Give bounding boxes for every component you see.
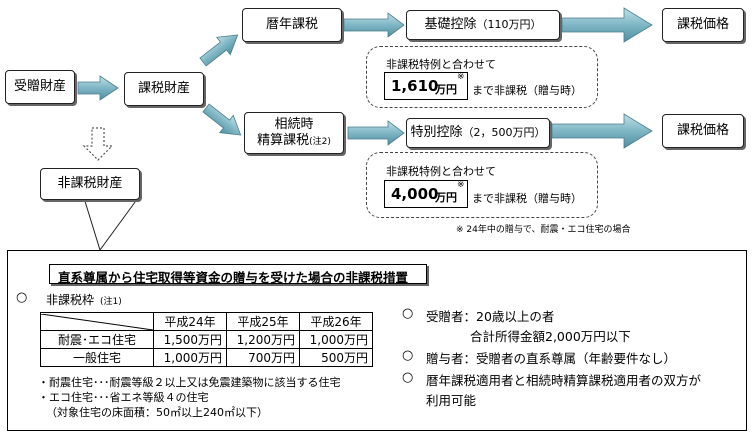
- special-deduction-amount: （2，500万円）: [462, 126, 546, 139]
- note-floor-area: （対象住宅の床面積：50㎡以上240㎡以下）: [46, 406, 268, 419]
- arrow-gift-to-taxable: [77, 75, 119, 101]
- arrow-to-nontaxable: [82, 127, 114, 161]
- bullet-circle: ○: [402, 348, 414, 363]
- applicability-line2: 利用可能: [426, 393, 477, 408]
- callout-annual-amount-box: 1,610 万円 ※: [384, 72, 468, 100]
- arrow-settlement-to-special: [347, 120, 405, 146]
- settlement-line2: 精算課税: [257, 132, 310, 148]
- arrow-to-annual: [199, 34, 239, 67]
- special-deduction-box: 特別控除（2，500万円）: [406, 118, 550, 148]
- table-header: 平成26年: [299, 312, 373, 331]
- taxable-value-label-2: 課税価格: [676, 123, 729, 138]
- taxable-property-label: 課税財産: [137, 81, 190, 96]
- limit-note: (注1): [100, 297, 122, 307]
- basic-deduction-box: 基礎控除（110万円）: [406, 10, 560, 40]
- table-cell: 500万円: [299, 348, 373, 367]
- pointer-line: [83, 197, 139, 252]
- callout-annual-suffix: まで非課税（贈与時）: [472, 84, 582, 97]
- nontaxable-property-box: 非課税財産: [40, 168, 140, 200]
- arrow-special-to-value2: [551, 113, 653, 149]
- settlement-taxation-box: 相続時 精算課税(注2): [244, 112, 344, 154]
- gift-property-box: 受贈財産: [5, 70, 75, 104]
- note-eco: ・エコ住宅･･･省エネ等級４の住宅: [38, 391, 209, 404]
- table-header: 平成25年: [226, 312, 300, 331]
- table-corner-cell: [40, 312, 154, 331]
- bullet-circle: ○: [402, 306, 414, 321]
- table-cell: 1,500万円: [153, 330, 227, 349]
- taxable-value-box-1: 課税価格: [662, 8, 744, 42]
- limit-label: 非課税枠: [46, 293, 95, 307]
- panel-title-box: 直系尊属から住宅取得等資金の贈与を受けた場合の非課税措置: [49, 264, 427, 285]
- table-cell: 1,000万円: [153, 348, 227, 367]
- arrow-to-settlement: [202, 103, 242, 136]
- basic-deduction-amount: （110万円）: [476, 18, 542, 31]
- bullet-circle: ○: [16, 290, 28, 305]
- callout-settlement-unit: 万円: [435, 191, 457, 204]
- table-row-label: 一般住宅: [40, 348, 154, 367]
- callout-settlement-amount-box: 4,000 万円 ※: [384, 180, 468, 208]
- table-cell: 1,000万円: [299, 330, 373, 349]
- table-header-row: 平成24年 平成25年 平成26年: [40, 312, 373, 331]
- diagonal-line: [41, 313, 153, 330]
- arrow-basic-to-value1: [561, 7, 653, 43]
- note-seismic: ・耐震住宅･･･耐震等級２以上又は免震建築物に該当する住宅: [38, 376, 341, 389]
- taxable-value-label-1: 課税価格: [676, 17, 729, 32]
- taxable-value-box-2: 課税価格: [662, 114, 744, 148]
- callout-settlement-mark: ※: [457, 180, 465, 190]
- callout-settlement-value: 4,000: [391, 185, 439, 203]
- recipient-condition: 受贈者：20歳以上の者: [426, 309, 555, 324]
- callout-settlement-title: 非課税特例と合わせて: [386, 165, 496, 178]
- annual-taxation-box: 暦年課税: [242, 8, 342, 42]
- bullet-circle: ○: [402, 370, 414, 385]
- callout-annual-value: 1,610: [391, 77, 439, 95]
- arrow-annual-to-basic: [343, 12, 405, 38]
- table-cell: 1,200万円: [226, 330, 300, 349]
- applicability-line1: 暦年課税適用者と相続時精算課税適用者の双方が: [426, 373, 702, 388]
- settlement-note: (注2): [309, 136, 331, 147]
- taxable-property-box: 課税財産: [124, 72, 204, 106]
- gift-property-label: 受贈財産: [13, 79, 66, 94]
- panel-title: 直系尊属から住宅取得等資金の贈与を受けた場合の非課税措置: [58, 270, 409, 285]
- table-row-label: 耐震･エコ住宅: [40, 330, 154, 349]
- annual-taxation-label: 暦年課税: [265, 17, 318, 32]
- callout-settlement-suffix: まで非課税（贈与時）: [472, 192, 582, 205]
- giver-condition: 贈与者：受贈者の直系尊属（年齢要件なし）: [426, 351, 677, 366]
- callout-annual-mark: ※: [457, 72, 465, 82]
- basic-deduction-label: 基礎控除: [424, 17, 477, 32]
- settlement-line1: 相続時: [274, 116, 314, 132]
- callout-annual-unit: 万円: [435, 83, 457, 96]
- table-header: 平成24年: [153, 312, 227, 331]
- special-deduction-label: 特別控除: [410, 125, 463, 140]
- table-cell: 700万円: [226, 348, 300, 367]
- callout-annual-title: 非課税特例と合わせて: [386, 58, 496, 71]
- limit-table: 平成24年 平成25年 平成26年 耐震･エコ住宅 1,500万円 1,200万…: [40, 312, 373, 367]
- table-row: 一般住宅 1,000万円 700万円 500万円: [40, 348, 373, 367]
- table-row: 耐震･エコ住宅 1,500万円 1,200万円 1,000万円: [40, 330, 373, 349]
- callout-footnote: ※ 24年中の贈与で、耐震・エコ住宅の場合: [456, 225, 631, 235]
- nontaxable-property-label: 非課税財産: [57, 176, 123, 191]
- income-condition: 合計所得金額2,000万円以下: [470, 329, 631, 344]
